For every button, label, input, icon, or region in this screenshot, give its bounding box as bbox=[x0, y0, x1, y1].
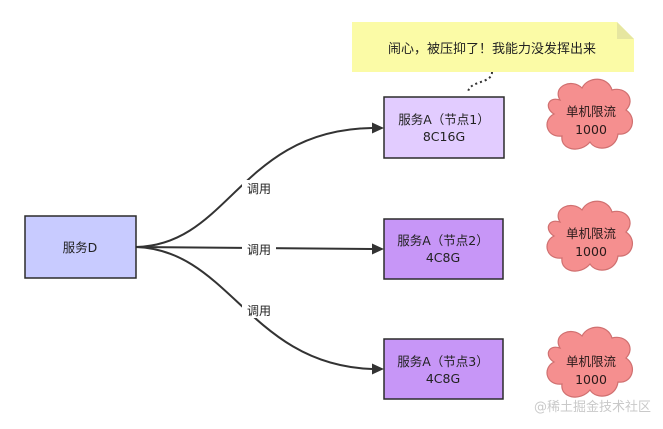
target-node-2[interactable]: 服务A（节点2） 4C8G bbox=[383, 218, 504, 280]
note: 闹心，被压抑了！我能力没发挥出来 bbox=[352, 22, 634, 72]
edge-to-node1 bbox=[135, 127, 373, 248]
cloud-3-value: 1000 bbox=[575, 372, 607, 387]
target-node-2-box[interactable] bbox=[383, 218, 504, 280]
source-node-box[interactable] bbox=[24, 215, 137, 279]
target-node-1[interactable]: 服务A（节点1） 8C16G bbox=[383, 96, 505, 159]
edge-label-1: 调用 bbox=[247, 182, 271, 196]
arrowhead-node3 bbox=[372, 363, 384, 375]
edge-label-bg-3 bbox=[242, 302, 276, 318]
target-node-3-title: 服务A（节点3） bbox=[397, 354, 489, 369]
source-node-label: 服务D bbox=[63, 240, 98, 255]
target-node-1-box[interactable] bbox=[383, 96, 505, 159]
cloud-2-value: 1000 bbox=[575, 244, 607, 259]
target-node-2-spec: 4C8G bbox=[426, 250, 460, 265]
edge-label-2: 调用 bbox=[247, 243, 271, 257]
cloud-2-label: 单机限流 bbox=[566, 226, 617, 241]
target-node-1-spec: 8C16G bbox=[423, 129, 465, 144]
cloud-3-label: 单机限流 bbox=[566, 354, 617, 369]
cloud-1-label: 单机限流 bbox=[566, 104, 617, 119]
target-node-3-box[interactable] bbox=[383, 338, 504, 400]
edge-label-bg-2 bbox=[242, 241, 276, 257]
cloud-shape-3 bbox=[546, 326, 634, 398]
target-node-2-title: 服务A（节点2） bbox=[397, 233, 489, 248]
rate-limit-cloud-1: 单机限流 1000 bbox=[546, 78, 634, 150]
edge-label-3: 调用 bbox=[247, 304, 271, 318]
rate-limit-cloud-2: 单机限流 1000 bbox=[546, 200, 634, 272]
arrowhead-node2 bbox=[372, 243, 384, 255]
watermark: @稀土掘金技术社区 bbox=[534, 399, 651, 415]
target-node-3[interactable]: 服务A（节点3） 4C8G bbox=[383, 338, 504, 400]
cloud-shape-1 bbox=[546, 78, 634, 150]
cloud-shape-2 bbox=[546, 200, 634, 272]
source-node[interactable]: 服务D bbox=[24, 215, 137, 279]
note-body bbox=[352, 22, 634, 72]
target-node-1-title: 服务A（节点1） bbox=[398, 112, 490, 127]
edge-label-bg-1 bbox=[242, 180, 276, 196]
cloud-1-value: 1000 bbox=[575, 122, 607, 137]
note-text: 闹心，被压抑了！我能力没发挥出来 bbox=[388, 41, 596, 57]
rate-limit-cloud-3: 单机限流 1000 bbox=[546, 326, 634, 398]
target-node-3-spec: 4C8G bbox=[426, 371, 460, 386]
note-fold bbox=[617, 22, 634, 39]
note-connector bbox=[467, 71, 493, 93]
arrowhead-node1 bbox=[372, 122, 384, 134]
